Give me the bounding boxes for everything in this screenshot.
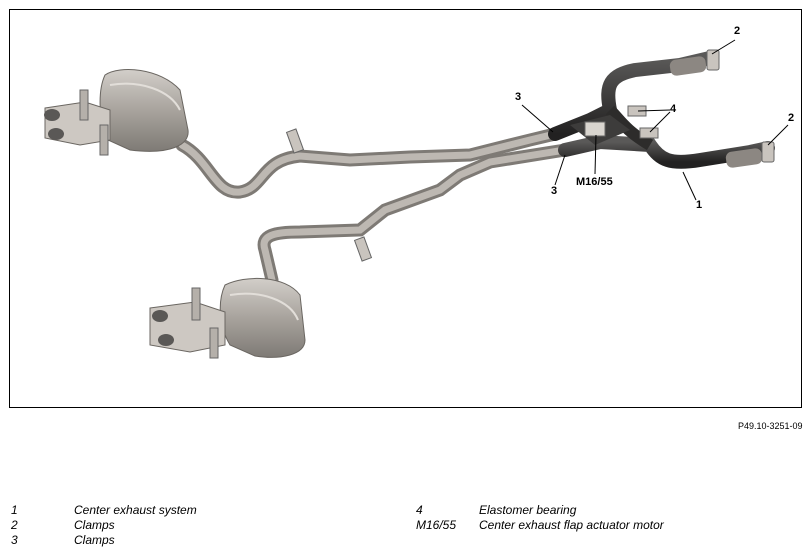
- leader-lines: [521, 39, 789, 201]
- legend-label: Clamps: [74, 533, 115, 547]
- legend-item-1: 1 Center exhaust system: [11, 503, 391, 517]
- legend-code: 3: [11, 533, 18, 547]
- left-rear-muffler: [44, 69, 189, 156]
- legend-code: 2: [11, 518, 18, 532]
- callout-4: 4: [670, 103, 677, 115]
- callout-2-top: 2: [734, 25, 741, 37]
- legend-item-3: 3 Clamps: [11, 533, 391, 547]
- legend-label: Center exhaust flap actuator motor: [479, 518, 664, 532]
- legend-code: 1: [11, 503, 18, 517]
- callout-3-top: 3: [515, 91, 522, 103]
- legend-item-2: 2 Clamps: [11, 518, 391, 532]
- flap-actuator-motor: [584, 121, 606, 137]
- legend-label: Elastomer bearing: [479, 503, 577, 517]
- legend-item-m16-55: M16/55 Center exhaust flap actuator moto…: [416, 518, 796, 532]
- exhaust-diagram-frame: 2 2 3 3 4 M16/55 1: [9, 9, 802, 408]
- callout-m16-55: M16/55: [576, 176, 613, 188]
- legend-label: Center exhaust system: [74, 503, 197, 517]
- lower-gray-pipe: [257, 143, 572, 287]
- legend-item-4: 4 Elastomer bearing: [416, 503, 796, 517]
- right-rear-muffler: [149, 277, 306, 359]
- legend-code: 4: [416, 503, 423, 517]
- callout-2-right: 2: [788, 112, 795, 124]
- callout-3-bottom: 3: [551, 185, 558, 197]
- callout-1: 1: [696, 199, 703, 211]
- exhaust-system-illustration: [44, 39, 789, 359]
- figure-id: P49.10-3251-09: [738, 421, 803, 431]
- legend-code: M16/55: [416, 518, 457, 532]
- legend-label: Clamps: [74, 518, 115, 532]
- center-exhaust-system: [548, 49, 775, 169]
